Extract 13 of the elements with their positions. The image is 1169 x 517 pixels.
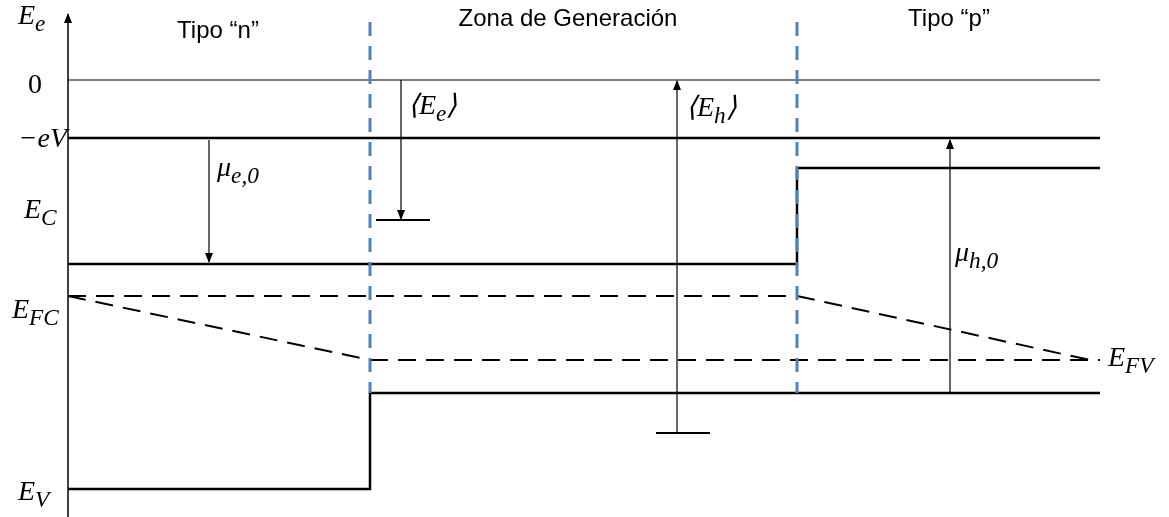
symbol-label: ⟨E$_{h}$⟩ — [686, 93, 737, 127]
region-label: Tipo “n” — [177, 18, 259, 42]
symbol-label: E$_{C}$ — [24, 195, 57, 229]
region-label: Tipo “p” — [908, 6, 990, 30]
symbol-label: E$_{FV}$ — [1108, 343, 1154, 377]
symbol-label: E$_{FC}$ — [12, 295, 59, 329]
symbol-label: ⟨E$_{e}$⟩ — [408, 91, 458, 125]
symbol-label: E$_{V}$ — [18, 477, 50, 511]
region-label: Zona de Generación — [458, 6, 678, 30]
symbol-label: E$_{e}$ — [18, 1, 46, 35]
symbol-label: μ$_{h,0}$ — [955, 238, 999, 272]
symbol-label: 0 — [28, 70, 42, 98]
symbol-label: μ$_{e,0}$ — [217, 153, 259, 187]
